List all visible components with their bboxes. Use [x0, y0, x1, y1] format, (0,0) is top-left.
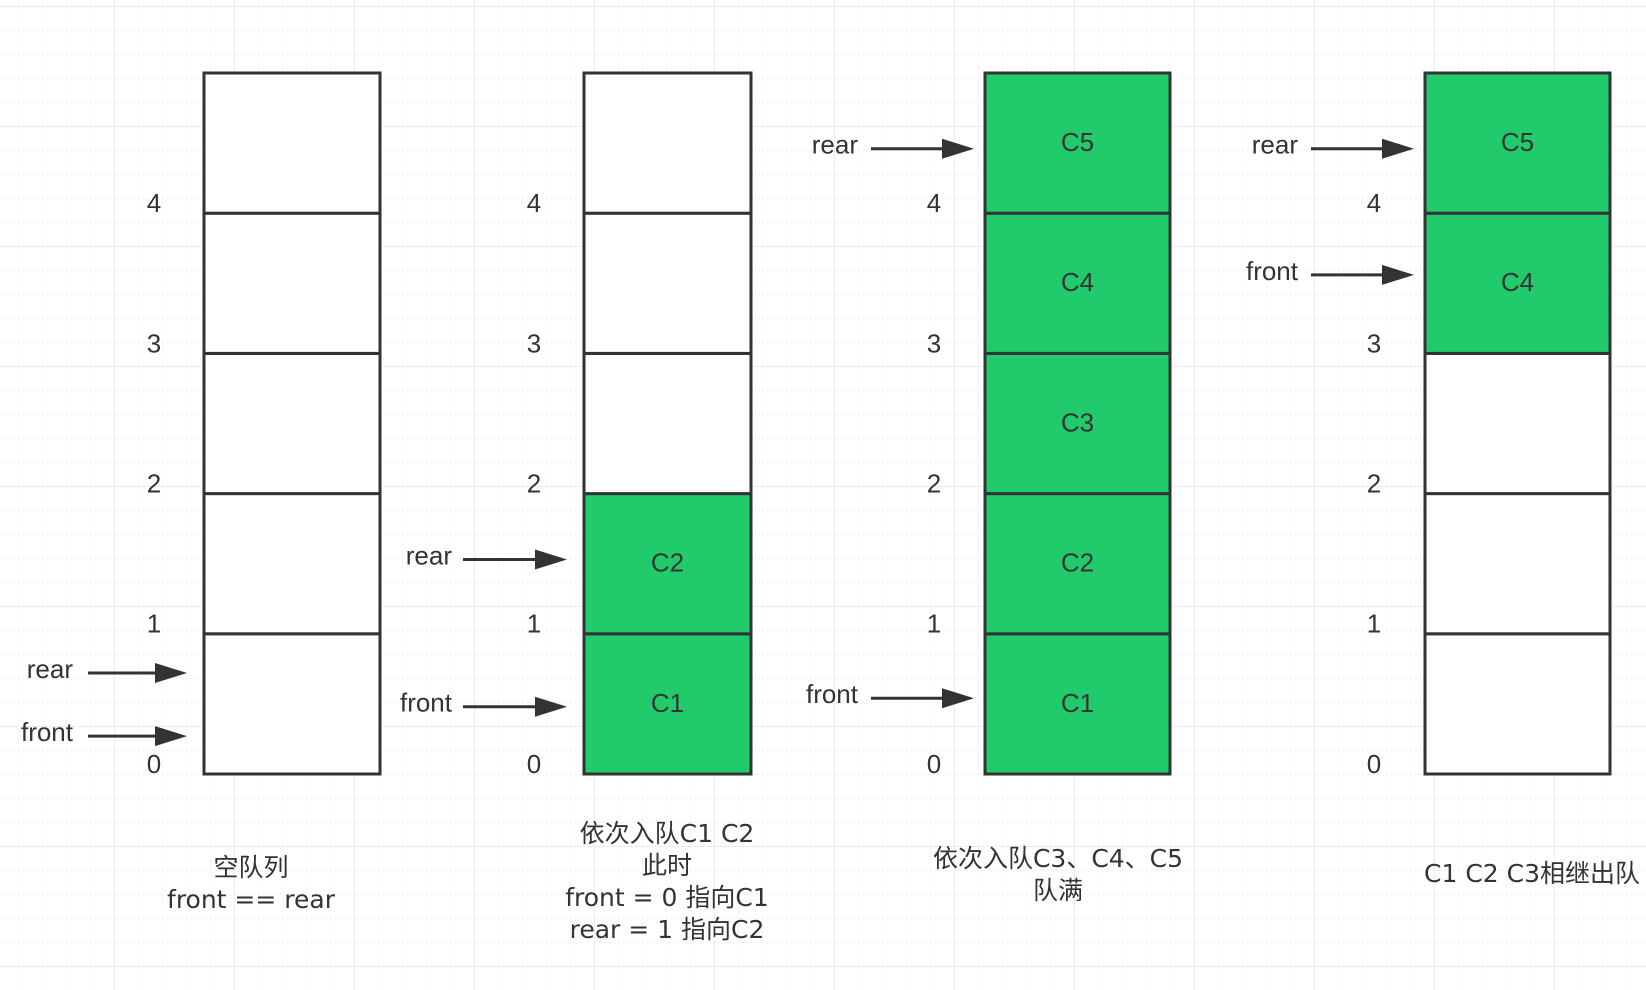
queue-cell-empty [1423, 351, 1612, 496]
caption-line: front = 0 指向C1 [565, 883, 769, 912]
rear-pointer-label: rear [1252, 130, 1299, 160]
caption-enqueue-c1-c2: 依次入队C1 C2 此时 front = 0 指向C1 rear = 1 指向C… [565, 818, 769, 946]
index-label: 2 [1367, 468, 1381, 498]
front-arrow-head [942, 688, 974, 709]
front-pointer-label: front [400, 688, 453, 718]
queue-cell-empty [202, 492, 382, 636]
rear-pointer-label: rear [406, 540, 453, 570]
queue-stack: 0 1 2 3 4C1 C2 C3 C4 C5 rear front [806, 71, 1172, 779]
front-arrow-head [155, 726, 187, 747]
queue-cell-filled [983, 351, 1172, 496]
index-label: 3 [527, 328, 541, 358]
cell-label: C4 [1061, 267, 1094, 297]
index-label: 4 [927, 188, 941, 218]
index-label: 3 [1367, 328, 1381, 358]
caption-line: 空队列 [213, 853, 289, 882]
caption-line: 依次入队C1 C2 [579, 819, 755, 848]
queue-cell-empty [202, 632, 382, 776]
queue-cell-filled [1423, 71, 1612, 215]
rear-arrow-head [1382, 138, 1414, 159]
rear-arrow-head [535, 549, 567, 570]
cell-label: C5 [1061, 127, 1094, 157]
caption-line: 队满 [1032, 876, 1083, 905]
rear-arrow-head [942, 138, 974, 159]
index-label: 4 [147, 188, 161, 218]
index-label: 0 [527, 749, 541, 779]
rear-arrow-head [155, 663, 187, 684]
queue-cell-empty [202, 71, 382, 215]
rear-pointer-label: rear [812, 130, 859, 160]
queue-stack: 0 1 2 3 4C1 C2 rear front [400, 71, 753, 779]
queue-stack: 0 1 2 3 4 rear front [21, 71, 382, 779]
index-label: 4 [527, 188, 541, 218]
index-label: 2 [147, 468, 161, 498]
caption-dequeue: C1 C2 C3相继出队 [1424, 858, 1640, 890]
cell-label: C2 [651, 548, 684, 578]
caption-line: C1 C2 C3相继出队 [1424, 859, 1640, 888]
queue-cell-filled [582, 632, 753, 776]
cell-label: C4 [1501, 267, 1534, 297]
queue-stack: 0 1 2 3 4C4 C5 rear front [1246, 71, 1612, 779]
front-pointer-label: front [806, 679, 859, 709]
index-label: 2 [527, 468, 541, 498]
cell-label: C1 [1061, 688, 1094, 718]
queue-cell-filled [983, 71, 1172, 215]
queue-cell-filled [983, 211, 1172, 355]
queue-cell-empty [202, 211, 382, 355]
queue-cell-empty [582, 71, 753, 215]
index-label: 0 [147, 749, 161, 779]
caption-line: front == rear [167, 885, 335, 914]
queue-cell-filled [983, 492, 1172, 636]
cell-label: C2 [1061, 548, 1094, 578]
queue-cell-empty [582, 211, 753, 355]
index-label: 0 [1367, 749, 1381, 779]
queue-cell-empty [202, 351, 382, 496]
rear-pointer-label: rear [27, 654, 74, 684]
index-label: 4 [1367, 188, 1381, 218]
front-arrow-head [535, 696, 567, 717]
front-arrow-head [1382, 264, 1414, 285]
cell-label: C3 [1061, 407, 1094, 437]
index-label: 3 [927, 328, 941, 358]
queue-cell-empty [582, 351, 753, 496]
caption-line: rear = 1 指向C2 [569, 915, 765, 944]
queue-cell-empty [1423, 492, 1612, 636]
front-pointer-label: front [21, 717, 74, 747]
index-label: 2 [927, 468, 941, 498]
index-label: 0 [927, 749, 941, 779]
index-label: 1 [927, 609, 941, 639]
caption-empty-queue: 空队列 front == rear [167, 852, 335, 916]
index-label: 3 [147, 328, 161, 358]
caption-line: 此时 [641, 851, 692, 880]
front-pointer-label: front [1246, 256, 1299, 286]
caption-line: 依次入队C3、C4、C5 [932, 844, 1184, 873]
index-label: 1 [147, 609, 161, 639]
cell-label: C1 [651, 688, 684, 718]
cell-label: C5 [1501, 127, 1534, 157]
queue-cell-empty [1423, 632, 1612, 776]
index-label: 1 [527, 609, 541, 639]
caption-queue-full: 依次入队C3、C4、C5 队满 [933, 843, 1183, 907]
index-label: 1 [1367, 609, 1381, 639]
queue-cell-filled [1423, 211, 1612, 355]
